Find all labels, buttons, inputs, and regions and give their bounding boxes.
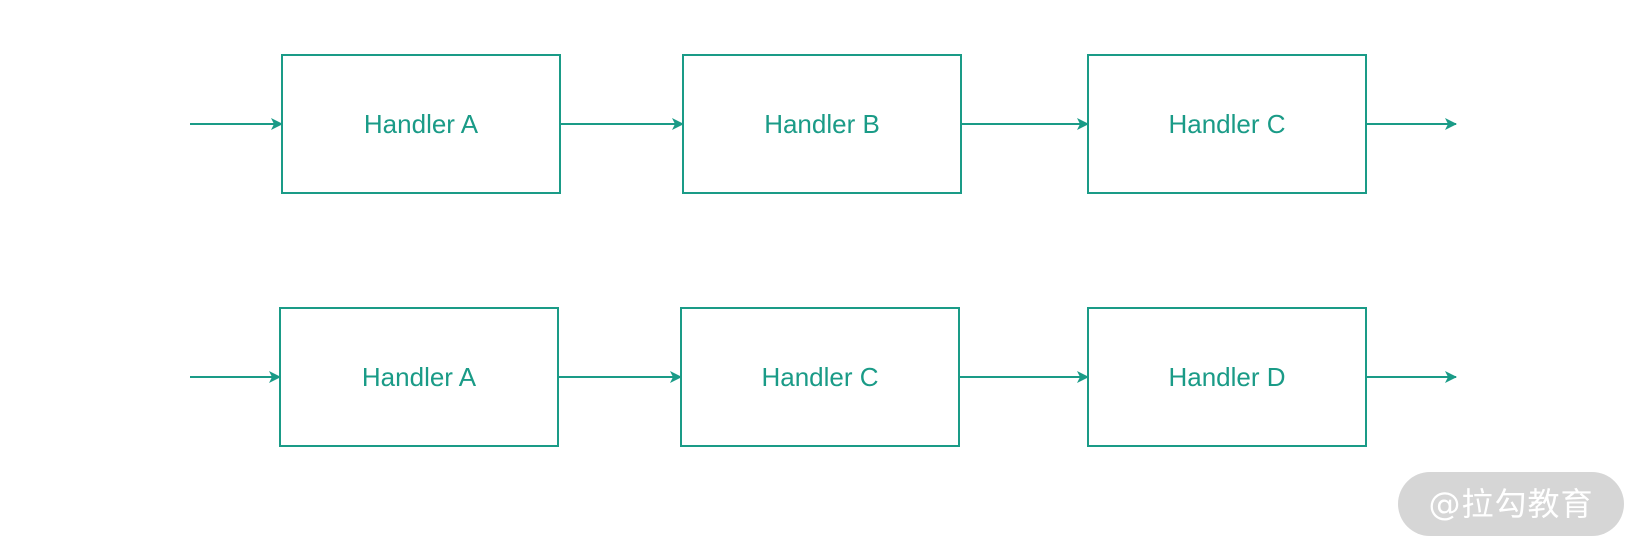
handler-label: Handler C	[1168, 109, 1285, 139]
chain-2-node-1: Handler A	[279, 307, 559, 447]
handler-label: Handler C	[761, 362, 878, 392]
handler-label: Handler A	[364, 109, 479, 139]
handler-label: Handler A	[362, 362, 477, 392]
chain-1-node-1: Handler A	[281, 54, 561, 194]
chain-1-node-2: Handler B	[682, 54, 962, 194]
handler-label: Handler B	[764, 109, 880, 139]
chain-2: Handler A Handler C Handler D	[190, 307, 1457, 447]
watermark-badge: @拉勾教育	[1398, 472, 1624, 536]
chain-2-node-3: Handler D	[1087, 307, 1367, 447]
chain-1-node-3: Handler C	[1087, 54, 1367, 194]
chain-2-node-2: Handler C	[680, 307, 960, 447]
chain-1: Handler A Handler B Handler C	[190, 54, 1457, 194]
handler-label: Handler D	[1168, 362, 1285, 392]
